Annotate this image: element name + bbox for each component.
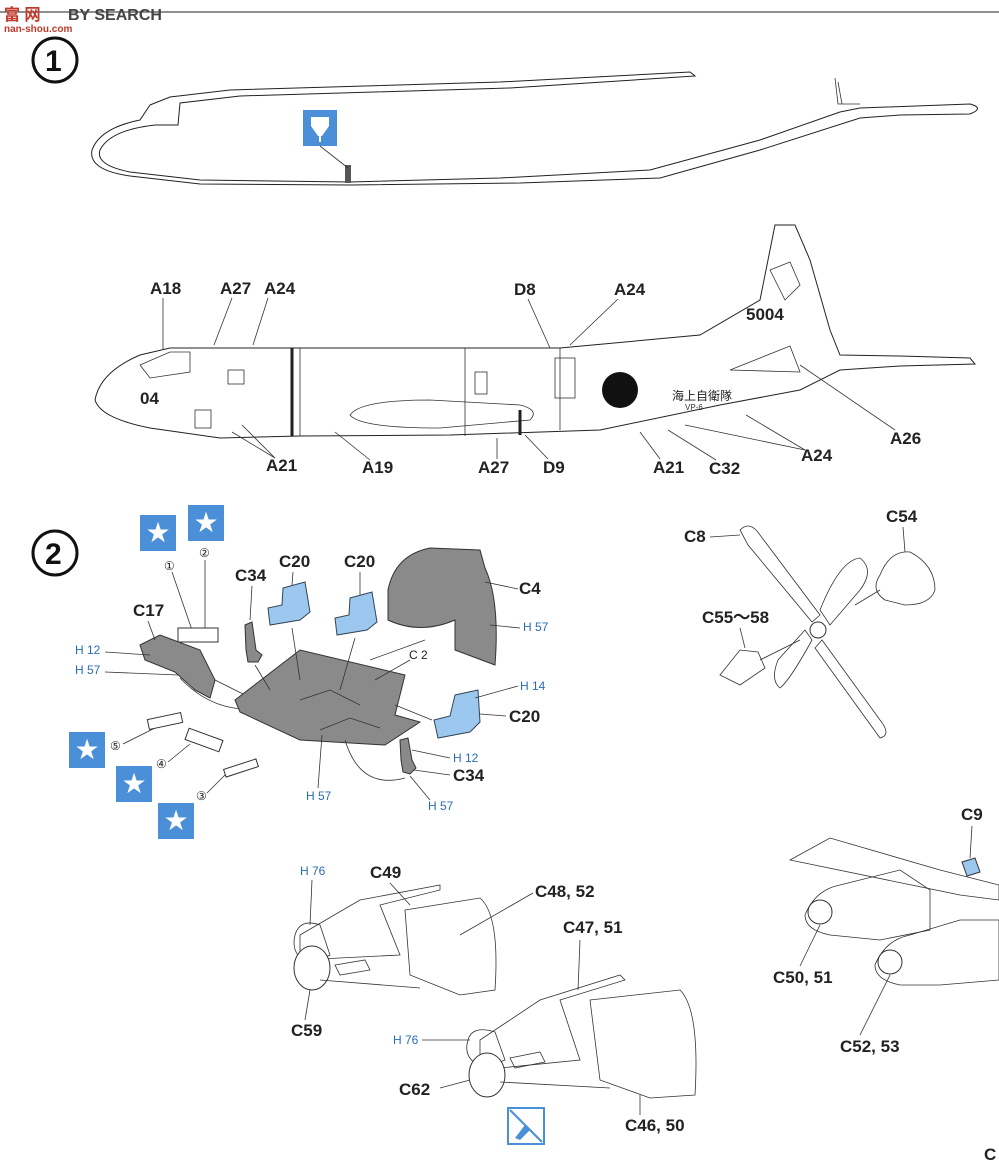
ref-h76-top: H 76: [300, 864, 326, 878]
label-c49: C49: [370, 863, 401, 882]
svg-text:★: ★: [74, 733, 99, 766]
label-c47-51: C47, 51: [563, 918, 623, 937]
part-c20-seat: [267, 581, 311, 626]
label-d8: D8: [514, 280, 536, 299]
label-c20-b: C20: [344, 552, 375, 571]
decal-number-4: ④: [156, 757, 167, 771]
step-2: 2 ★ ★ ★ ★ ★ ① ② ⑤ ④ ③: [31, 505, 999, 1164]
ref-h76-bottom: H 76: [393, 1033, 419, 1047]
star-icon: ★: [158, 803, 194, 839]
label-c2: C 2: [409, 648, 428, 662]
fuselage-tab: [345, 165, 351, 183]
svg-text:★: ★: [121, 767, 146, 800]
part-c2-floor: [234, 649, 422, 746]
step-number-badge: [31, 36, 79, 84]
svg-text:★: ★: [163, 804, 188, 837]
ref-h57-c4: H 57: [523, 620, 549, 634]
label-c4: C4: [519, 579, 541, 598]
label-a24-bottom: A24: [801, 446, 833, 465]
label-c52-53: C52, 53: [840, 1037, 900, 1056]
label-a21-left: A21: [266, 456, 297, 475]
nose-number: 04: [140, 389, 159, 408]
hinomaru-roundel: [602, 372, 638, 408]
label-a26: A26: [890, 429, 921, 448]
part-c20-seat: [433, 689, 481, 739]
label-a27-bottom: A27: [478, 458, 509, 477]
engine-nacelle-upper: [293, 884, 497, 996]
decal-part: [222, 758, 260, 778]
label-a18: A18: [150, 279, 181, 298]
label-c55-58: C55～58: [702, 608, 769, 627]
step-number-badge: [31, 529, 79, 577]
watermark-search: BY SEARCH: [68, 7, 162, 24]
star-icon: ★: [188, 505, 224, 541]
label-c34-bottom: C34: [453, 766, 485, 785]
label-d9: D9: [543, 458, 565, 477]
decal-part: [146, 711, 184, 731]
ref-h57-bottom-right: H 57: [428, 799, 454, 813]
step-1: 1: [31, 36, 978, 478]
part-c4: [387, 547, 497, 666]
label-a27-top: A27: [220, 279, 251, 298]
jmsdf-text: 海上自衛隊: [672, 388, 732, 403]
part-c34-top: [244, 621, 263, 663]
label-c48-52: C48, 52: [535, 882, 595, 901]
decal-part: [184, 727, 224, 753]
label-c-edge: C: [984, 1145, 996, 1164]
fuselage-half-inner: [91, 71, 978, 186]
unit-text: VP-6: [685, 403, 703, 412]
step-number: 2: [45, 538, 62, 571]
label-c9: C9: [961, 805, 983, 824]
wing-engines-view: [788, 837, 999, 986]
label-c8: C8: [684, 527, 706, 546]
label-c62: C62: [399, 1080, 430, 1099]
ref-h14: H 14: [520, 679, 546, 693]
label-c54: C54: [886, 507, 918, 526]
label-a24-top-left: A24: [264, 279, 296, 298]
ref-h57-bottom-left: H 57: [306, 789, 332, 803]
label-c20-a: C20: [279, 552, 310, 571]
svg-text:★: ★: [193, 506, 218, 539]
label-c46-50: C46, 50: [625, 1116, 685, 1135]
label-c17: C17: [133, 601, 164, 620]
watermark-url: nan-shou.com: [4, 24, 72, 35]
paint-brush-icon: [303, 110, 337, 146]
propeller-assembly: [719, 525, 936, 739]
star-icon: ★: [69, 732, 105, 768]
label-c34-top: C34: [235, 566, 267, 585]
label-c50-51: C50, 51: [773, 968, 833, 987]
decal-part: [177, 627, 219, 643]
step-number: 1: [45, 45, 62, 78]
part-c17: [139, 634, 216, 699]
no-glue-icon: [507, 1107, 545, 1145]
part-c34-bottom: [399, 737, 417, 775]
ref-h57-left: H 57: [75, 663, 101, 677]
label-a24-top-right: A24: [614, 280, 646, 299]
decal-number-5: ⑤: [110, 739, 121, 753]
decal-number-1: ①: [164, 559, 175, 573]
watermark-brand: 富 网: [4, 5, 40, 24]
star-icon: ★: [140, 515, 176, 551]
svg-text:★: ★: [145, 516, 170, 549]
decal-number-2: ②: [199, 546, 210, 560]
aircraft-side-view: 04 5004 海上自衛隊 VP-6: [94, 224, 977, 439]
ref-h12-left: H 12: [75, 643, 101, 657]
label-c32: C32: [709, 459, 740, 478]
ref-h12-bottom: H 12: [453, 751, 479, 765]
label-c20-c: C20: [509, 707, 540, 726]
label-c59: C59: [291, 1021, 322, 1040]
decal-number-3: ③: [196, 789, 207, 803]
part-c20-seat: [334, 591, 378, 636]
engine-nacelle-lower: [466, 974, 697, 1099]
star-icon: ★: [116, 766, 152, 802]
label-a21-right: A21: [653, 458, 684, 477]
label-a19: A19: [362, 458, 393, 477]
tail-number: 5004: [746, 305, 784, 324]
